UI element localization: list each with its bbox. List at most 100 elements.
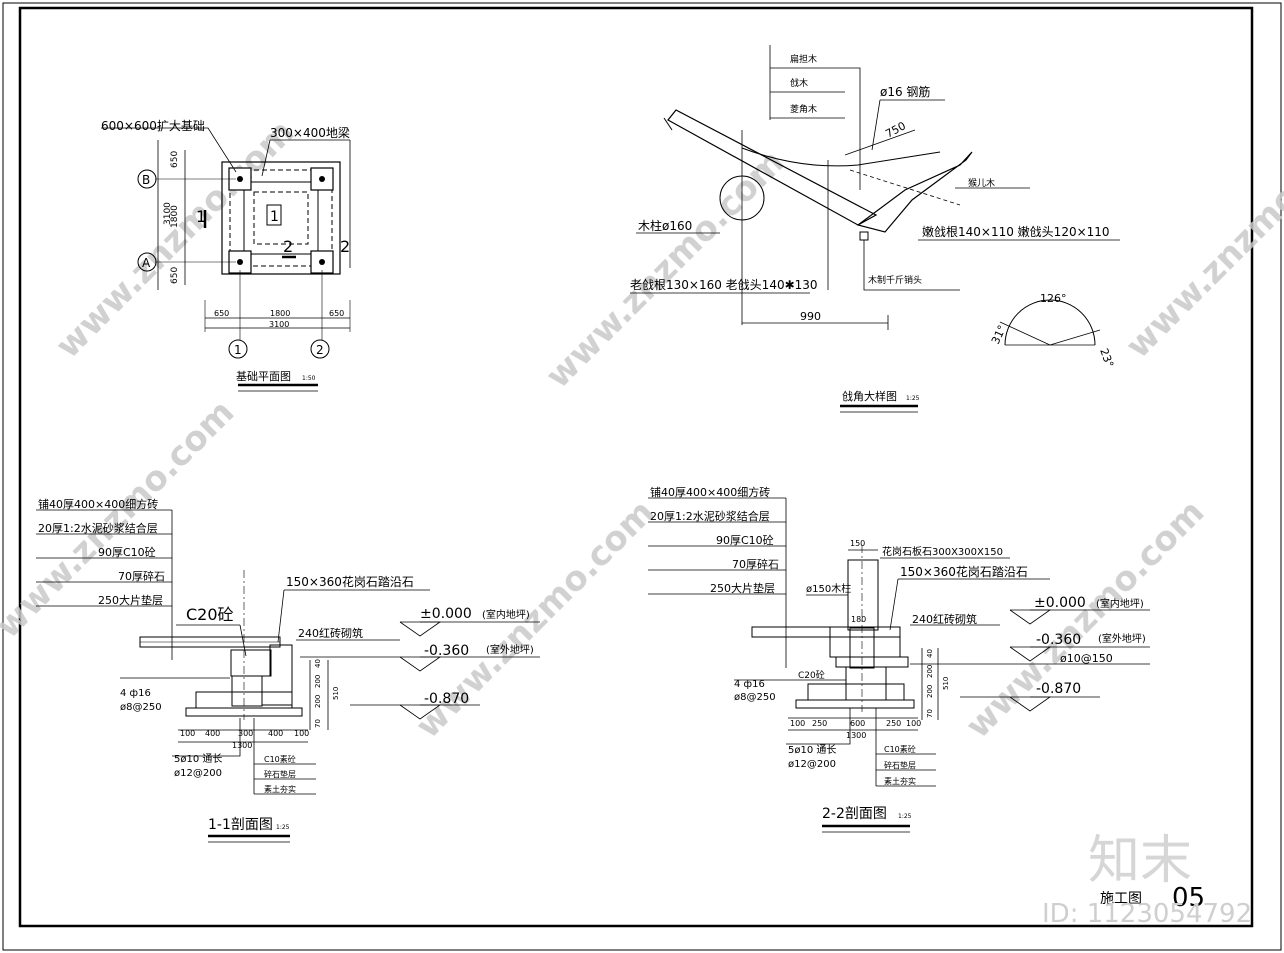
sec-dim: 510 — [942, 677, 950, 690]
layer-label: 铺40厚400×400细方砖 — [650, 485, 770, 499]
zenjiao-label: 嫩戗根140×110 嫩戗头120×110 — [922, 225, 1110, 239]
title-block: 知末 施工图 05 ID: 1123054792 — [1042, 831, 1252, 929]
id-text: ID: 1123054792 — [1042, 899, 1252, 929]
sec-dim: 100 — [180, 729, 195, 738]
axis-a: A — [142, 256, 151, 270]
section-2-scale: 1:25 — [898, 813, 912, 820]
elevation-1: -0.360 — [424, 643, 469, 659]
layer-label: 素土夯实 — [884, 776, 916, 786]
plan-dim: 650 — [214, 309, 229, 318]
axis-b: B — [142, 173, 150, 187]
cap-label: 花岗石板石300X300X150 — [882, 545, 1003, 558]
plan-dim: 3100 — [163, 202, 173, 225]
sec-dim: 100 — [790, 719, 805, 728]
layer-label: 70厚碎石 — [732, 557, 779, 571]
rebar-label: 4 ф16 — [734, 679, 765, 690]
layer-label: 20厚1:2水泥砂浆结合层 — [650, 509, 770, 523]
section-1-1: 铺40厚400×400细方砖 20厚1:2水泥砂浆结合层 90厚C10砼 70厚… — [36, 497, 540, 843]
section-mark-2: 2 — [283, 237, 293, 256]
eave-scale: 1:25 — [906, 395, 920, 402]
c20-label: C20砼 — [798, 669, 825, 681]
rebar-label: 5ø10 通长 — [788, 744, 836, 756]
sec-dim: 200 — [314, 675, 322, 688]
rebar-label: 4 ф16 — [120, 688, 151, 699]
layer-label: 90厚C10砼 — [98, 546, 156, 559]
plan-dim: 650 — [170, 267, 180, 284]
stone-label: 150×360花岗石踏沿石 — [900, 564, 1028, 579]
section-2-title: 2-2剖面图 — [822, 806, 887, 822]
section-mark-2-right: 2 — [340, 237, 350, 256]
inner-border — [18, 6, 1254, 928]
plan-title: 基础平面图 — [236, 370, 291, 383]
sec-dim: 100 — [906, 719, 921, 728]
sec-dim: 200 — [926, 665, 934, 678]
sec-dim: 400 — [205, 729, 220, 738]
elevation-note: (室外地坪) — [486, 643, 534, 656]
sec-dim: 70 — [926, 709, 934, 718]
sec-dim: 180 — [851, 615, 866, 624]
angle-126: 126° — [1040, 292, 1067, 305]
rebar-label: ø12@200 — [788, 759, 836, 770]
section-2-2: 铺40厚400×400细方砖 20厚1:2水泥砂浆结合层 90厚C10砼 70厚… — [648, 485, 1150, 833]
elevation-0: ±0.000 — [420, 606, 472, 622]
section-1-scale: 1:25 — [276, 824, 290, 831]
sheet-number: 05 — [1172, 883, 1205, 913]
sec-dim: 100 — [294, 729, 309, 738]
layer-label: 铺40厚400×400细方砖 — [38, 497, 158, 511]
stone-label: 150×360花岗石踏沿石 — [286, 574, 414, 589]
logo-text: 知末 — [1088, 831, 1192, 891]
eave-label: 扁担木 — [790, 53, 817, 65]
axis-2: 2 — [316, 343, 324, 357]
layer-label: 20厚1:2水泥砂浆结合层 — [38, 521, 158, 535]
angle-23: 23° — [1097, 347, 1116, 370]
layer-label: 碎石垫层 — [264, 769, 296, 779]
plan-scale: 1:50 — [302, 375, 316, 382]
rebar-label: ø12@200 — [174, 768, 222, 779]
plan-dim: 1800 — [170, 205, 180, 228]
sec-dim: 200 — [926, 685, 934, 698]
sec-dim: 40 — [314, 659, 322, 668]
layer-label: 250大片垫层 — [98, 593, 163, 607]
layer-label: C10素砼 — [264, 754, 296, 764]
plan-dim: 1800 — [270, 309, 290, 318]
eave-label: 菱角木 — [790, 103, 817, 115]
layer-label: 70厚碎石 — [118, 569, 165, 583]
foundation-plan: 1 2 2 1 600×600扩大基础 300×400地梁 650 1800 3… — [101, 119, 351, 392]
eave-label: 猴儿木 — [968, 177, 995, 189]
beam-label: 300×400地梁 — [270, 125, 350, 140]
dim-990: 990 — [800, 310, 821, 323]
layer-label: C10素砼 — [884, 744, 916, 754]
sec-dim: 250 — [812, 719, 827, 728]
eave-title: 戗角大样图 — [842, 389, 897, 403]
sec-dim: 250 — [886, 719, 901, 728]
plan-dim: 650 — [170, 151, 180, 168]
sec-dim: 300 — [238, 729, 253, 738]
axis-1: 1 — [234, 343, 242, 357]
post-label: 木柱ø160 — [638, 218, 692, 233]
rebar-label: ø10@150 — [1060, 652, 1113, 665]
elevation-0: ±0.000 — [1034, 595, 1086, 611]
section-mark-1-left: 1 — [196, 207, 206, 226]
rebar-label: ø8@250 — [734, 692, 776, 703]
elevation-1: -0.360 — [1036, 632, 1081, 648]
sec-dim: 1300 — [232, 741, 252, 750]
sec-dim: 150 — [850, 539, 865, 548]
laojiao-label: 老戗根130×160 老戗头140✱130 — [630, 278, 818, 292]
elevation-note: (室外地坪) — [1098, 632, 1146, 645]
section-1-title: 1-1剖面图 — [208, 817, 273, 833]
sec-dim: 70 — [314, 719, 322, 728]
plan-dim: 650 — [329, 309, 344, 318]
elevation-note: (室内地坪) — [482, 608, 530, 621]
sec-dim: 600 — [850, 719, 865, 728]
post-label: ø150木柱 — [806, 582, 851, 595]
rebar-label: ø16 钢筋 — [880, 84, 930, 99]
layer-label: 250大片垫层 — [710, 581, 775, 595]
sec-dim: 510 — [332, 687, 340, 700]
sec-dim: 200 — [314, 695, 322, 708]
elevation-2: -0.870 — [1036, 681, 1081, 697]
plan-dim: 3100 — [269, 320, 289, 329]
section-mark-1: 1 — [270, 209, 279, 225]
eave-label: 戗木 — [790, 77, 808, 89]
